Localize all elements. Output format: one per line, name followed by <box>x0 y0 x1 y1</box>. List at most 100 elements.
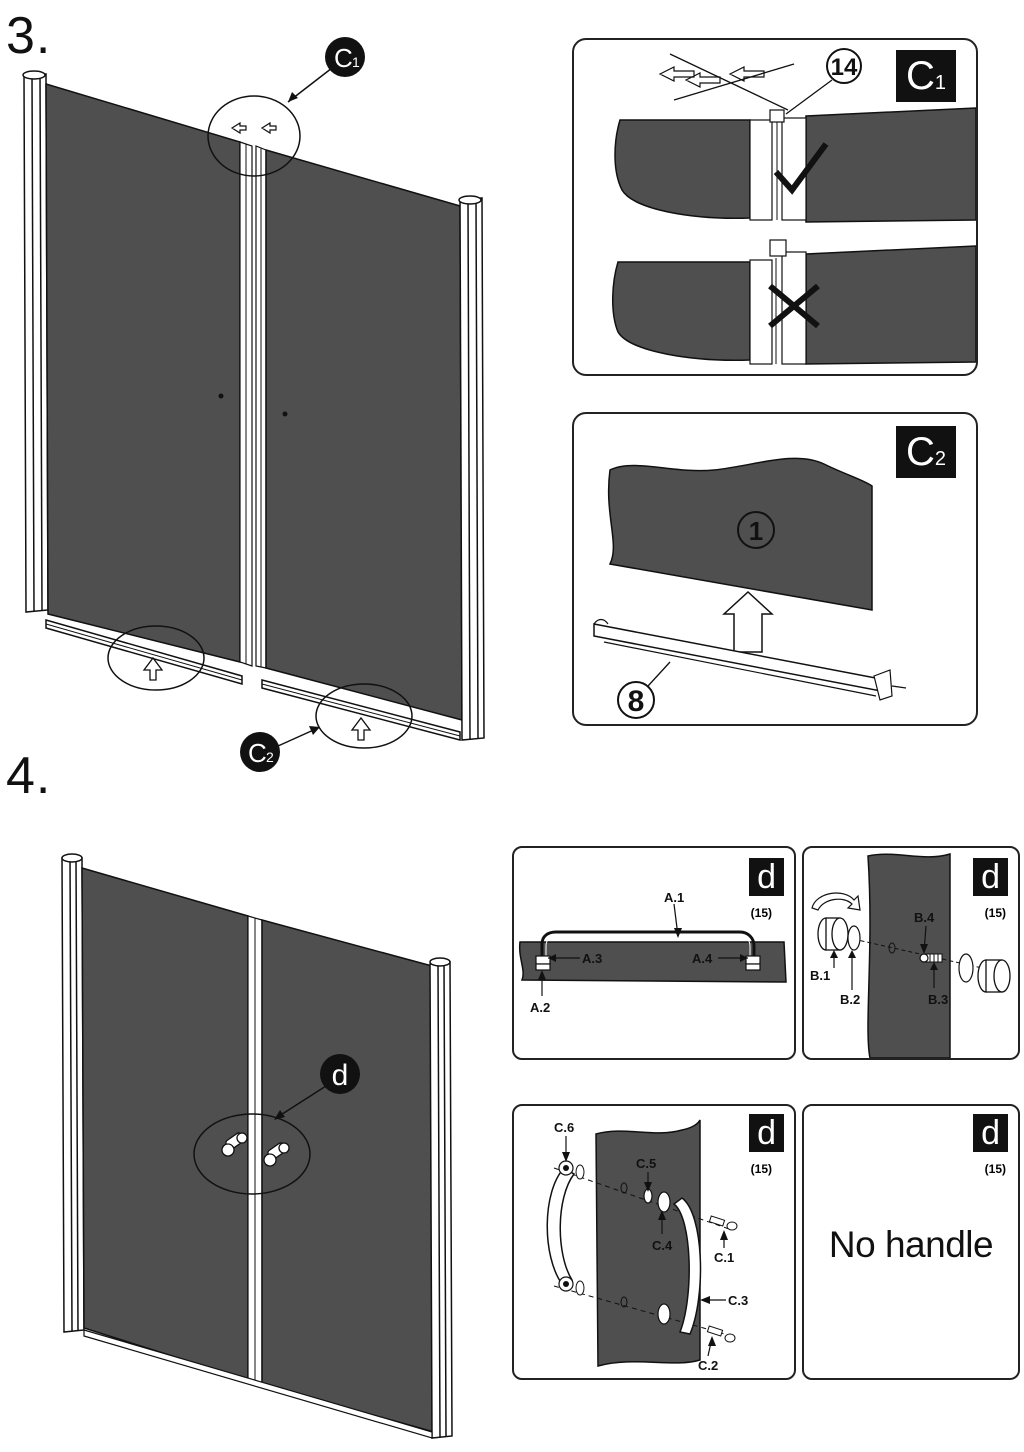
up-arrow-right <box>350 716 372 741</box>
c2-detail-drawing: 1 8 <box>593 457 907 719</box>
c1-correct-profile-left <box>749 119 773 221</box>
d1-panel-tag: d <box>749 858 784 896</box>
c1-callout-letter: C <box>334 43 353 73</box>
c1-detail-circle <box>207 95 301 177</box>
d3-quantity: (15) <box>750 1162 772 1176</box>
c1-detail-drawing: 14 <box>611 48 976 365</box>
checkmark-icon <box>773 142 829 195</box>
step4-bottom-seal <box>83 1329 433 1439</box>
c2-callout-bubble <box>240 732 280 772</box>
c2-detail-circle-right <box>315 683 413 749</box>
d3-label-c1: C.1 <box>714 1250 734 1265</box>
d3-inner-grab-handle <box>672 1197 702 1335</box>
d-leader <box>275 1085 327 1119</box>
d1-quantity: (15) <box>750 906 772 920</box>
d2-panel-tag: d <box>973 858 1008 896</box>
d3-screw-c1-top <box>708 1215 738 1231</box>
d3-label-c6: C.6 <box>554 1120 574 1135</box>
c1-callout-bubble <box>325 37 365 77</box>
d2-label-b1: B.1 <box>810 968 830 983</box>
c1-correct-left-glass <box>614 119 751 220</box>
c1-correct-right-glass <box>805 107 976 223</box>
c2-callout-letter: C <box>248 738 267 768</box>
step4-left-handle-knob <box>221 1132 248 1157</box>
d2-label-b4: B.4 <box>914 910 935 925</box>
c2-glass-panel <box>607 457 873 611</box>
c2-up-arrow <box>722 590 774 653</box>
step4-right-wall-profile <box>429 957 453 1439</box>
step4-left-glass-panel <box>81 867 249 1382</box>
c1-wrong-profile-left <box>749 259 773 365</box>
d1-glass-strip <box>518 941 787 983</box>
d1-label-a3: A.3 <box>582 951 602 966</box>
detail-panel-c2: 1 8 C2 <box>572 412 978 726</box>
left-knob-hole <box>218 393 224 399</box>
c2-part-1-label: 1 <box>749 516 763 546</box>
detail-panel-d2-knob-b: B.1 B.2 B.4 B.3 d (15) <box>802 846 1020 1060</box>
step-3-number: 3. <box>6 7 52 65</box>
detail-panel-c1: 14 C1 <box>572 38 978 376</box>
step-4-door-drawing: d <box>61 853 453 1439</box>
c2-callout-sub: 2 <box>266 749 274 765</box>
d1-label-a4: A.4 <box>692 951 713 966</box>
d2-label-b3: B.3 <box>928 992 948 1007</box>
d3-label-c5: C.5 <box>636 1156 656 1171</box>
step-3-door-drawing: C 1 C 2 <box>22 37 485 772</box>
d3-label-c2: C.2 <box>698 1358 718 1373</box>
c1-magnetic-seal <box>769 109 785 123</box>
d3-outer-grab-handle <box>546 1167 576 1285</box>
d3-label-c3: C.3 <box>728 1293 748 1308</box>
c1-callout-sub: 1 <box>352 54 360 70</box>
d-detail-circle <box>193 1113 311 1195</box>
c2-part-8-label: 8 <box>628 685 645 718</box>
c1-part-number: 14 <box>831 54 858 81</box>
d2-outer-knob-left <box>817 917 849 951</box>
d-callout-bubble <box>320 1054 360 1094</box>
c1-panel-tag: C1 <box>895 50 956 102</box>
right-glass-panel <box>265 149 463 721</box>
cross-mark-icon <box>768 283 820 329</box>
d1-bar-handle <box>540 930 756 960</box>
right-knob-hole <box>282 411 288 417</box>
c2-panel-tag: C2 <box>895 426 956 478</box>
up-arrow-left <box>142 656 164 681</box>
d2-washer-b4 <box>919 953 929 963</box>
d2-outer-knob-right <box>977 959 1011 993</box>
c2-part-1-marker <box>737 511 775 549</box>
d3-label-c4: C.4 <box>652 1238 673 1253</box>
step4-right-glass-panel <box>261 919 435 1433</box>
d2-label-b2: B.2 <box>840 992 860 1007</box>
c1-wrong-right-glass <box>805 245 976 365</box>
c1-crossed-arrows <box>658 66 765 88</box>
step-4-number: 4. <box>6 747 52 805</box>
d2-washer-b2 <box>847 925 861 951</box>
d1-detail-drawing: A.1 A.3 A.4 A.2 <box>518 890 787 1015</box>
rotate-arrow-icon <box>811 892 861 911</box>
part-14-marker <box>826 48 862 84</box>
d1-label-a2: A.2 <box>530 1000 550 1015</box>
d4-quantity: (15) <box>984 1162 1006 1176</box>
d1-right-mount <box>745 955 761 971</box>
d1-left-mount <box>535 955 551 971</box>
d1-label-a1: A.1 <box>664 890 684 905</box>
c1-wrong-left-glass <box>611 261 751 361</box>
c1-direction-arrows <box>230 121 277 135</box>
left-wall-profile <box>22 70 49 613</box>
d3-panel-tag: d <box>749 1114 784 1152</box>
detail-panel-d4-no-handle: d (15) No handle <box>802 1104 1020 1380</box>
d4-panel-tag: d <box>973 1114 1008 1152</box>
detail-panel-d1-handle-a: A.1 A.3 A.4 A.2 d (15) <box>512 846 796 1060</box>
c1-correct-profile-right <box>781 117 807 221</box>
step4-right-handle-knob <box>263 1142 290 1167</box>
d2-glass-edge <box>867 852 951 1058</box>
step4-left-wall-profile <box>61 853 85 1333</box>
d2-quantity: (15) <box>984 906 1006 920</box>
left-glass-panel <box>45 82 241 663</box>
d-callout-letter: d <box>332 1059 349 1092</box>
detail-panel-d3-handle-c: C.6 C.5 C.4 C.1 C.3 C.2 d (15) <box>512 1104 796 1380</box>
d3-screw-c2-bottom <box>706 1325 736 1343</box>
d3-detail-drawing: C.6 C.5 C.4 C.1 C.3 C.2 <box>546 1119 748 1373</box>
right-wall-profile <box>458 195 485 741</box>
d3-glass-panel <box>595 1119 701 1367</box>
